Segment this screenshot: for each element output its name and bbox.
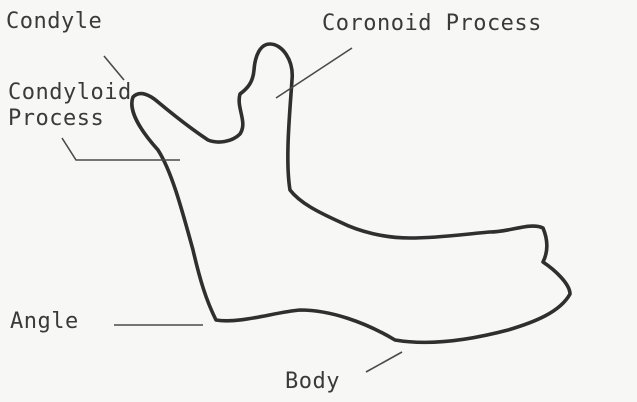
body-label: Body [285, 370, 340, 394]
body-leader-line [366, 352, 402, 372]
angle-label: Angle [10, 310, 79, 334]
condyloid-label-line2: Process [8, 106, 132, 132]
condyloid-process-label: Condyloid Process [8, 80, 132, 132]
mandible-outline [132, 44, 570, 342]
condyloid-label-line1: Condyloid [8, 80, 132, 106]
condyle-label: Condyle [6, 10, 102, 34]
condyle-leader-line [104, 56, 124, 80]
coronoid-process-label: Coronoid Process [322, 12, 542, 36]
